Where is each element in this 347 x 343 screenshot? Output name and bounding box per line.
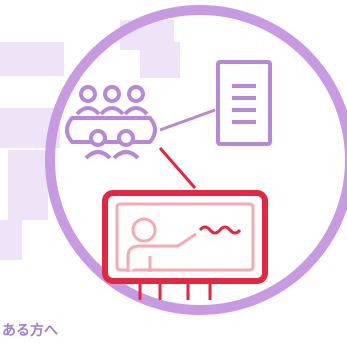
caption-text: ある方へ (2, 323, 58, 339)
frame-circle (45, 5, 347, 315)
presentation-board-icon (102, 190, 268, 300)
connector-line-to-server (159, 108, 216, 132)
connector-line-to-board (158, 147, 197, 189)
meeting-group-icon (65, 85, 157, 160)
document-server-icon (216, 60, 272, 146)
